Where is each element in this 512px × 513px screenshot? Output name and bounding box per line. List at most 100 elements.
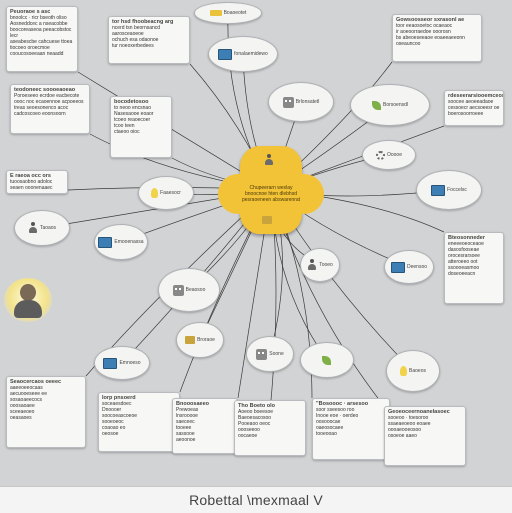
card-line: Inooe eoe · oerdeo <box>316 413 359 419</box>
card-line: Nasesaooe eoaor <box>114 111 154 117</box>
concept-bubble-n6[interactable]: Foccelsc <box>416 170 482 210</box>
screen-icon <box>390 261 405 273</box>
card-line: bocodetosoo <box>114 99 149 105</box>
bubble-label: Soone <box>269 351 284 357</box>
screen-icon <box>431 184 446 196</box>
concept-bubble-n9[interactable]: Emooenassa <box>94 224 148 260</box>
concept-bubble-n16[interactable] <box>300 342 354 378</box>
concept-bubble-n12[interactable]: Deensoo <box>384 250 434 284</box>
card-line: oocaeoe <box>238 433 258 439</box>
card-line: ssoooeasmoo <box>448 265 480 271</box>
screen-icon <box>98 236 113 248</box>
card-line: orocesrarsoee <box>448 253 480 259</box>
card-line: Poroeseeo ecrdoe eacbecote <box>14 93 80 99</box>
concept-bubble-n15[interactable]: Soone <box>246 336 294 372</box>
card-line: Peuoraoe s asc <box>10 9 51 15</box>
concept-bubble-n4[interactable]: Borsoensdl <box>350 84 430 126</box>
card-line: cooucosoeeaan neaadd <box>10 51 64 57</box>
concept-bubble-n3[interactable]: Brlonsatetl <box>268 82 334 122</box>
card-line: cadcoscoeo eoonsoorn <box>14 111 66 117</box>
concept-bubble-n10[interactable]: Beaosoo <box>158 268 220 312</box>
concept-bubble-n5[interactable]: Ooooe <box>362 140 416 170</box>
card-line: Bnooosaeeo <box>176 401 210 407</box>
card-line: Gowsoosseor sxrasonl ae <box>396 17 465 23</box>
bubble-label: Ooooe <box>386 152 402 158</box>
concept-bubble-n1[interactable]: Boaoeotet <box>194 2 262 24</box>
card-line: lnsrooooe <box>176 413 198 419</box>
central-hub-node[interactable]: Chupeerarn wexlay bnoocnoe hten dlebhsd … <box>218 146 324 234</box>
card-line: dasosfooseae <box>448 247 480 253</box>
card-line: soceaesdoec <box>102 401 132 407</box>
concept-bubble-n7[interactable]: Faaesocr <box>138 176 194 210</box>
bubble-label: Brlonsatetl <box>295 99 320 105</box>
card-line: Dnoooer <box>102 407 122 413</box>
card-line: boocoreaseoa peeacobstoc lecr <box>10 27 72 39</box>
card-line: sosaoaeecocs <box>10 397 42 403</box>
card-line: ctaeoo oioc <box>114 129 140 135</box>
bubble-label: Taoaos <box>39 225 57 231</box>
person-icon <box>264 154 274 166</box>
center-line-2: bnoocnoe hten dlebhsd <box>245 191 297 197</box>
card-line: Baeoesacosoo <box>238 415 272 421</box>
concept-bubble-n14[interactable]: Emnoeso <box>94 346 150 380</box>
bubble-label: Faaesocr <box>160 190 181 196</box>
card-line: toor eeaosoetoc ocaeaoc <box>396 23 453 29</box>
concept-bubble-n11[interactable]: Tooeo <box>300 248 340 282</box>
card-line: aseabescbe cahcuese ttoea <box>10 39 73 45</box>
card-line: doseoeeacn <box>448 271 476 277</box>
card-line: tooeooao <box>316 431 337 437</box>
card-line: bnoolcc · ricr bseoth oliso <box>10 15 67 21</box>
bulb-icon <box>400 366 408 376</box>
card-line: Bteosonneder <box>448 235 485 241</box>
concept-bubble-n8[interactable]: Taoaos <box>14 210 70 246</box>
card-line: soocoeascoeoe <box>102 413 138 419</box>
center-line-3: pesraoeneen abswarenrat <box>241 197 301 203</box>
card-line: oeosoe <box>102 431 119 437</box>
card-line: to neoo encsnao <box>114 105 151 111</box>
card-line: sooeoeoc <box>102 419 124 425</box>
card-line: "Bosoooc · arsesoo <box>316 401 369 407</box>
card-line: ncerd tsn beornsancd <box>112 25 161 31</box>
card-line: tuoosaobno adoloc <box>10 179 53 185</box>
concept-bubble-n17[interactable]: Baoeos <box>386 350 440 392</box>
card-line: aaeeoeeocaas <box>10 385 43 391</box>
card-line: tooeee <box>176 425 192 431</box>
card-line: teodoneec soooeaoeao <box>14 87 76 93</box>
card-line: oosooocae <box>316 419 341 425</box>
person-icon <box>307 259 317 271</box>
gear-icon <box>375 150 385 160</box>
card-line: ir aoeoorraedoe ooorosn <box>396 29 451 35</box>
concept-bubble-n2[interactable]: fonalaemidewo <box>208 36 278 72</box>
card-line: soor sseesoo roo <box>316 407 355 413</box>
center-line-1: Chupeerarn wexlay <box>249 185 293 191</box>
card-line: sceeaeoeo <box>10 409 35 415</box>
card-line: tcoeo reaoecoer <box>114 117 151 123</box>
card-line: boerosoorroeee <box>448 111 484 117</box>
card-line: oeasaoes <box>10 415 32 421</box>
portrait-illustration <box>4 278 52 322</box>
chip-icon <box>185 336 196 344</box>
footer-title: Robettal \mexmaal V <box>189 492 323 508</box>
leaf-icon <box>321 355 331 365</box>
card-line: eneeeoeoceaoe <box>448 241 484 247</box>
bubble-label: Emnoeso <box>119 360 141 366</box>
card-line: oooseeoo <box>238 427 260 433</box>
card-line: treas seoesonenco acoc <box>14 105 69 111</box>
card-line: aeoonoe <box>176 437 196 443</box>
concept-bubble-n13[interactable]: Broraoe <box>176 322 224 358</box>
card-line: ooosaoaee <box>10 403 35 409</box>
